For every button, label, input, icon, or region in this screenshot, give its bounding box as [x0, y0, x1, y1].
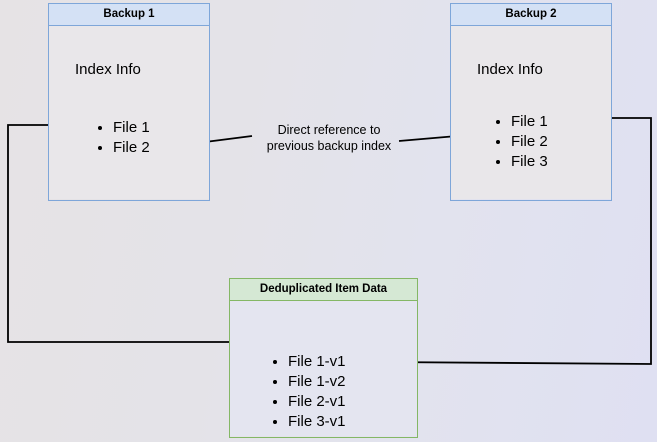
list-item: File 1: [113, 118, 150, 138]
backup2-header: Backup 2: [451, 4, 611, 26]
annotation-line-1: Direct reference to: [277, 123, 381, 137]
backup1-index-info-label: Index Info: [75, 61, 141, 78]
list-item: File 2: [511, 132, 548, 152]
list-item: File 3: [511, 152, 548, 172]
direct-reference-annotation: Direct reference to previous backup inde…: [249, 122, 409, 154]
list-item: File 2-v1: [288, 392, 346, 412]
dedup-item-list: File 1-v1 File 1-v2 File 2-v1 File 3-v1: [270, 352, 346, 432]
dedup-body: File 1-v1 File 1-v2 File 2-v1 File 3-v1: [230, 301, 417, 436]
backup2-file-list: File 1 File 2 File 3: [493, 112, 548, 172]
backup1-header: Backup 1: [49, 4, 209, 26]
list-item: File 1: [511, 112, 548, 132]
backup1-box: Backup 1 Index Info File 1 File 2: [48, 3, 210, 201]
list-item: File 1-v2: [288, 372, 346, 392]
backup1-body: Index Info File 1 File 2: [49, 26, 209, 199]
backup2-index-info-label: Index Info: [477, 61, 543, 78]
deduplicated-item-data-box: Deduplicated Item Data File 1-v1 File 1-…: [229, 278, 418, 438]
dedup-header: Deduplicated Item Data: [230, 279, 417, 301]
list-item: File 1-v1: [288, 352, 346, 372]
backup2-body: Index Info File 1 File 2 File 3: [451, 26, 611, 199]
annotation-line-2: previous backup index: [266, 139, 392, 153]
list-item: File 3-v1: [288, 412, 346, 432]
backup1-file-list: File 1 File 2: [95, 118, 150, 158]
backup2-box: Backup 2 Index Info File 1 File 2 File 3: [450, 3, 612, 201]
list-item: File 2: [113, 138, 150, 158]
